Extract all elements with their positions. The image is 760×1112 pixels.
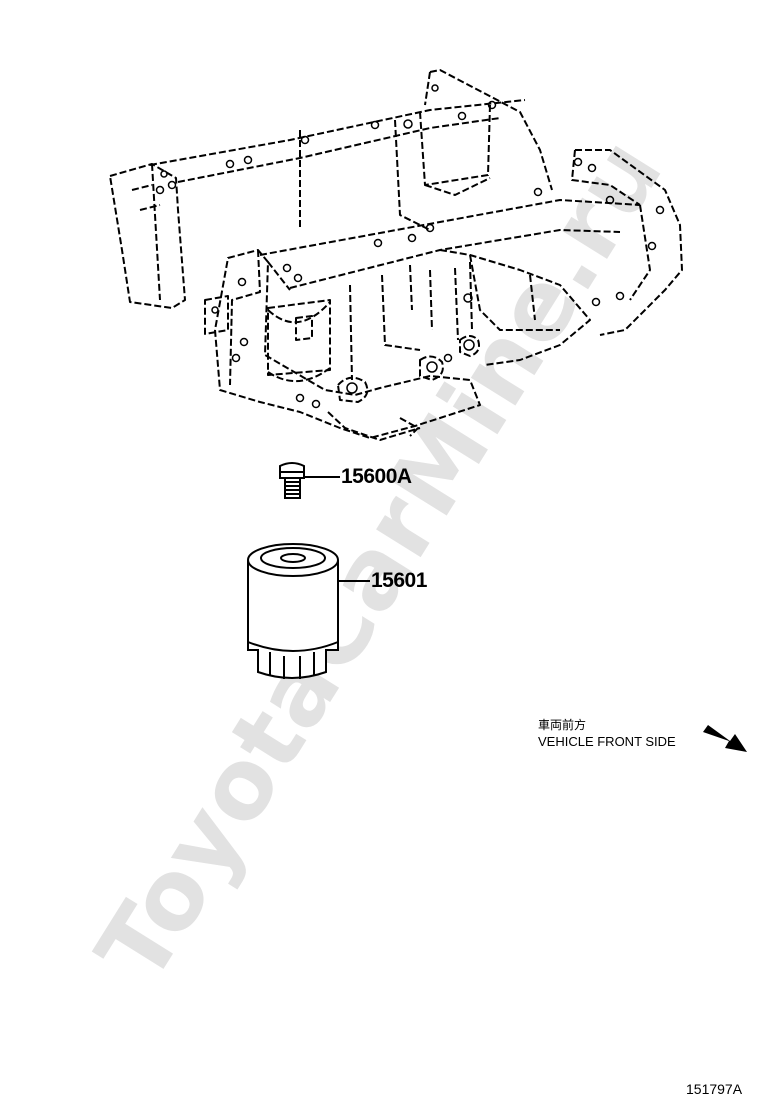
callout-15601: 15601 xyxy=(371,569,427,592)
illustration-number: 151797A xyxy=(686,1081,743,1097)
oil-pan-assembly xyxy=(109,69,683,441)
front-arrow-icon xyxy=(703,725,747,752)
drain-plug-icon xyxy=(279,462,305,499)
direction-label-en: VEHICLE FRONT SIDE xyxy=(538,734,676,749)
callout-15600a: 15600A xyxy=(341,465,412,488)
bolt-holes xyxy=(155,84,665,409)
oil-filter-icon xyxy=(247,543,339,679)
direction-label-jp: 車両前方 xyxy=(538,718,587,732)
